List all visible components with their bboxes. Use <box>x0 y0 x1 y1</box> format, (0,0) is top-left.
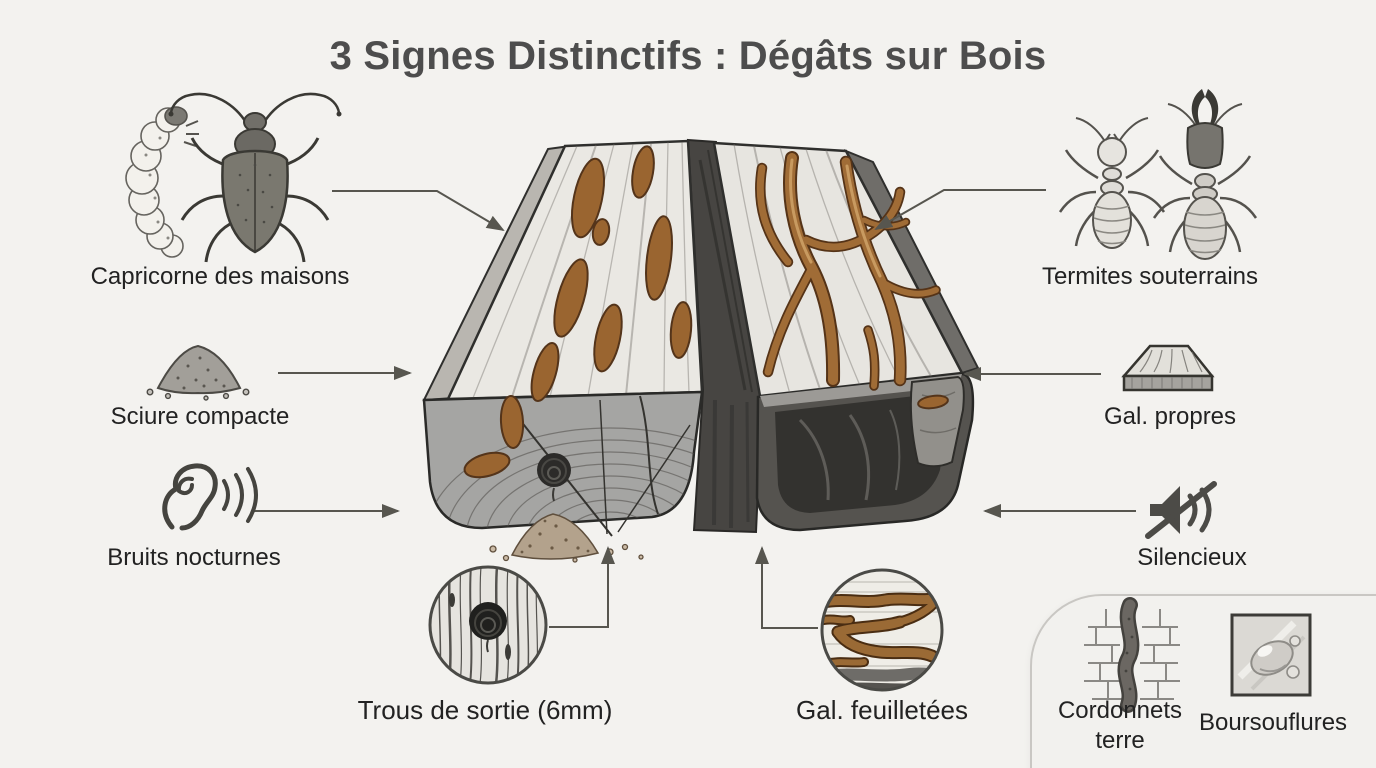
wood-beam-termite <box>712 141 980 532</box>
arrow-galleries-to-beam <box>755 546 818 629</box>
page-title: 3 Signes Distinctifs : Dégâts sur Bois <box>329 34 1047 78</box>
sawdust-at-beam <box>489 513 644 563</box>
termite-worker-illustration <box>1058 117 1166 249</box>
sign-label-bruits: Bruits nocturnes <box>107 544 281 571</box>
arrow-capricorne-to-beam <box>332 190 505 232</box>
wood-plank-icon <box>1121 344 1215 392</box>
longhorn-beetle-illustration <box>168 92 342 263</box>
wood-beam-capricorne <box>422 139 704 537</box>
exit-hole-closeup <box>428 565 548 685</box>
arrow-exitholes-to-beam <box>549 546 615 628</box>
panel-label-cordonnets: Cordonnets terre <box>1057 697 1183 754</box>
callout-label-trous: Trous de sortie (6mm) <box>357 695 613 725</box>
sawdust-pile-icon <box>146 344 250 401</box>
callout-label-feuilletees: Gal. feuilletées <box>796 695 968 725</box>
panel-label-boursouflures: Boursouflures <box>1198 709 1348 736</box>
species-label-capricorne: Capricorne des maisons <box>90 263 350 290</box>
species-label-termites: Termites souterrains <box>1041 263 1259 290</box>
capricorne-galleries <box>463 145 693 479</box>
muted-speaker-icon <box>1145 481 1217 539</box>
arrow-termites-to-beam <box>874 189 1046 230</box>
larva-illustration <box>125 106 199 258</box>
mud-tube-on-wall-icon <box>1084 597 1180 713</box>
termite-soldier-illustration <box>1152 89 1258 260</box>
exit-hole <box>537 453 571 502</box>
sign-label-galpropres: Gal. propres <box>1103 403 1237 430</box>
layered-galleries-closeup <box>820 568 944 692</box>
sign-label-silencieux: Silencieux <box>1137 544 1247 571</box>
termite-galleries <box>755 151 941 391</box>
ear-listening-icon <box>162 463 258 531</box>
sign-label-sciure: Sciure compacte <box>110 403 290 430</box>
paint-blister-icon <box>1230 613 1312 697</box>
